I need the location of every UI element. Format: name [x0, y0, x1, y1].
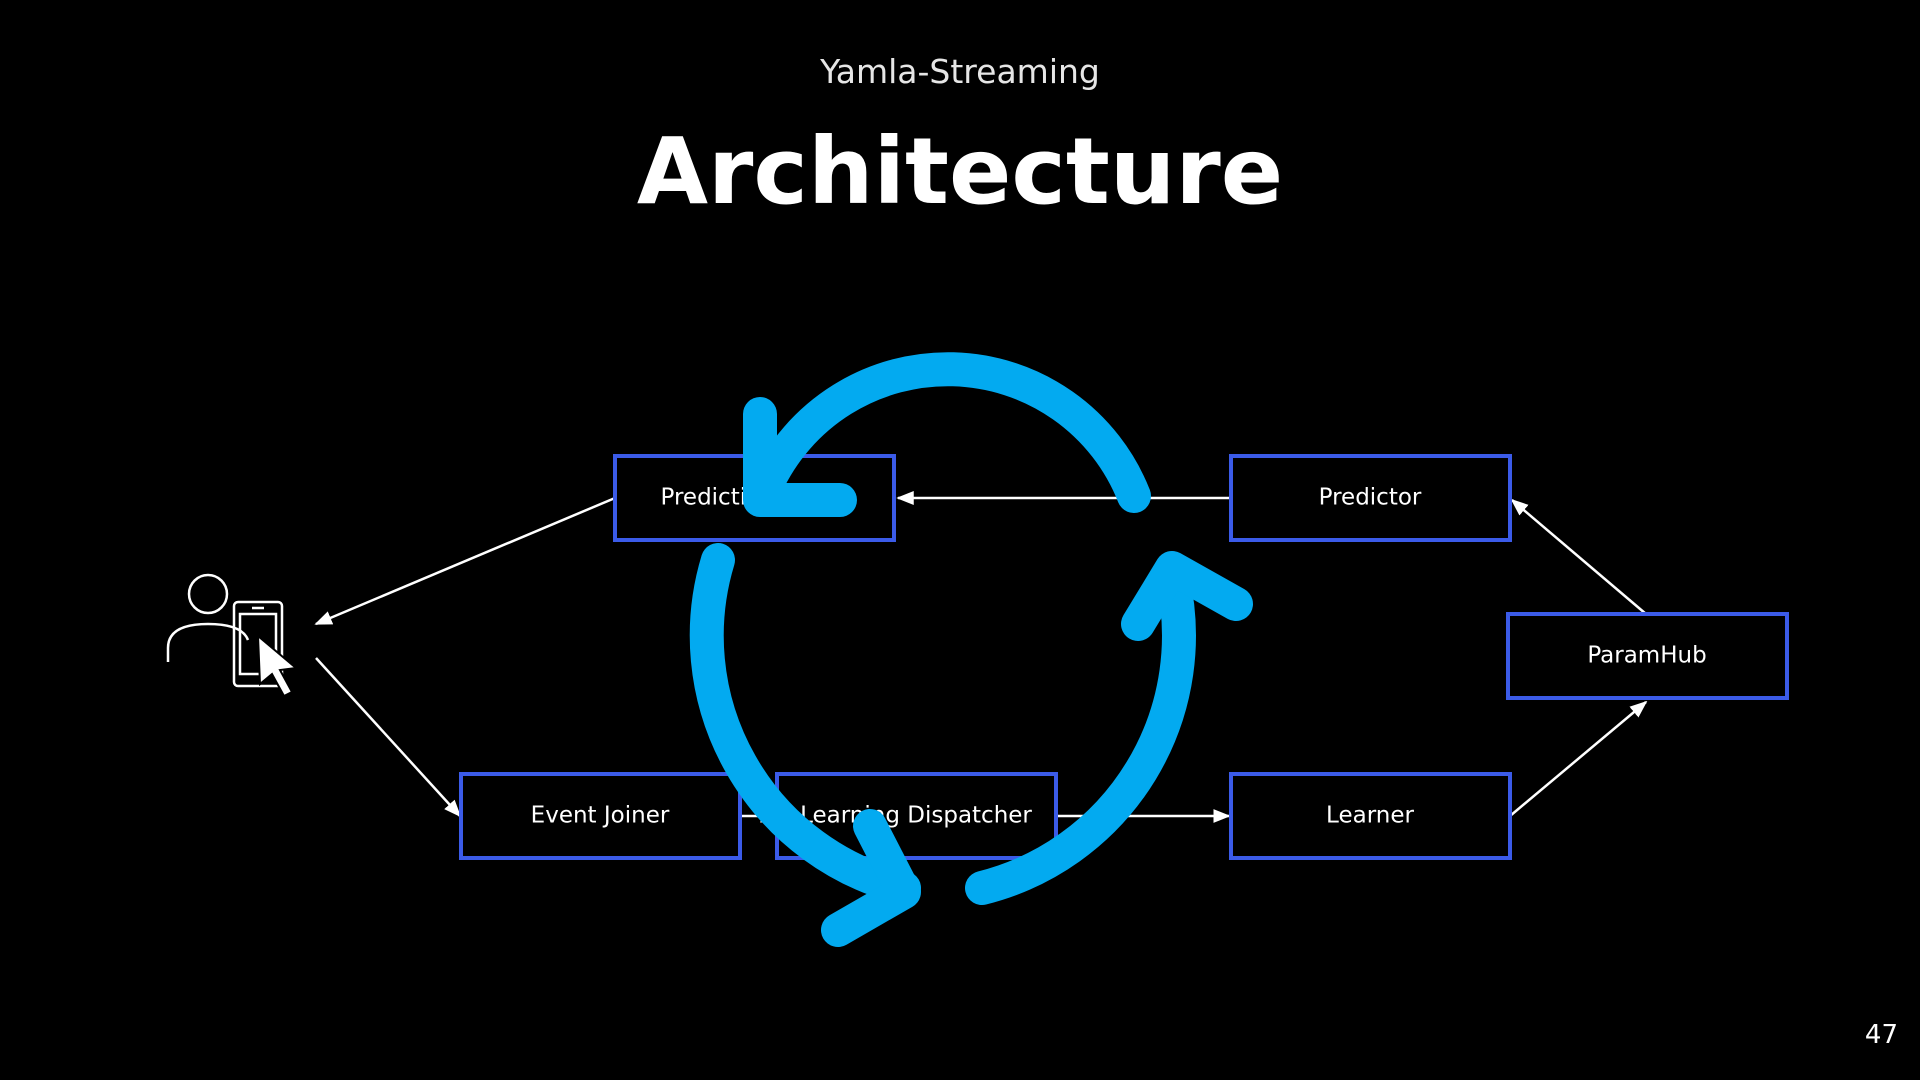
edge-prediction-joiner-to-user	[314, 496, 616, 626]
edge-learner-to-paramhub	[1509, 700, 1648, 817]
page-number: 47	[1864, 1020, 1898, 1050]
cycle-arrow-right	[965, 559, 1196, 905]
node-label: Event Joiner	[531, 803, 670, 829]
cycle-arrow-right-head	[1121, 551, 1253, 641]
edge-paramhub-to-predictor	[1510, 498, 1647, 615]
slide-subtitle: Yamla-Streaming	[820, 52, 1100, 91]
cycle-arrow-left	[689, 543, 921, 905]
user-with-phone-tap-icon	[166, 573, 299, 698]
cycle-arrow-top-head	[743, 397, 857, 517]
cycle-arrows	[689, 352, 1253, 947]
node-predictor: Predictor	[1229, 454, 1512, 542]
cycle-arrow-top	[749, 352, 1151, 513]
node-label: Predictor	[1319, 485, 1422, 511]
slide-title: Architecture	[636, 118, 1284, 225]
node-label: ParamHub	[1587, 643, 1706, 669]
node-learner: Learner	[1229, 772, 1512, 860]
node-event-joiner: Event Joiner	[459, 772, 742, 860]
node-paramhub: ParamHub	[1506, 612, 1789, 700]
cycle-arrow-left-head	[821, 809, 921, 947]
node-label: Learner	[1326, 803, 1414, 829]
node-label: Learning Dispatcher	[800, 803, 1032, 829]
edge-user-to-event-joiner	[315, 657, 462, 818]
